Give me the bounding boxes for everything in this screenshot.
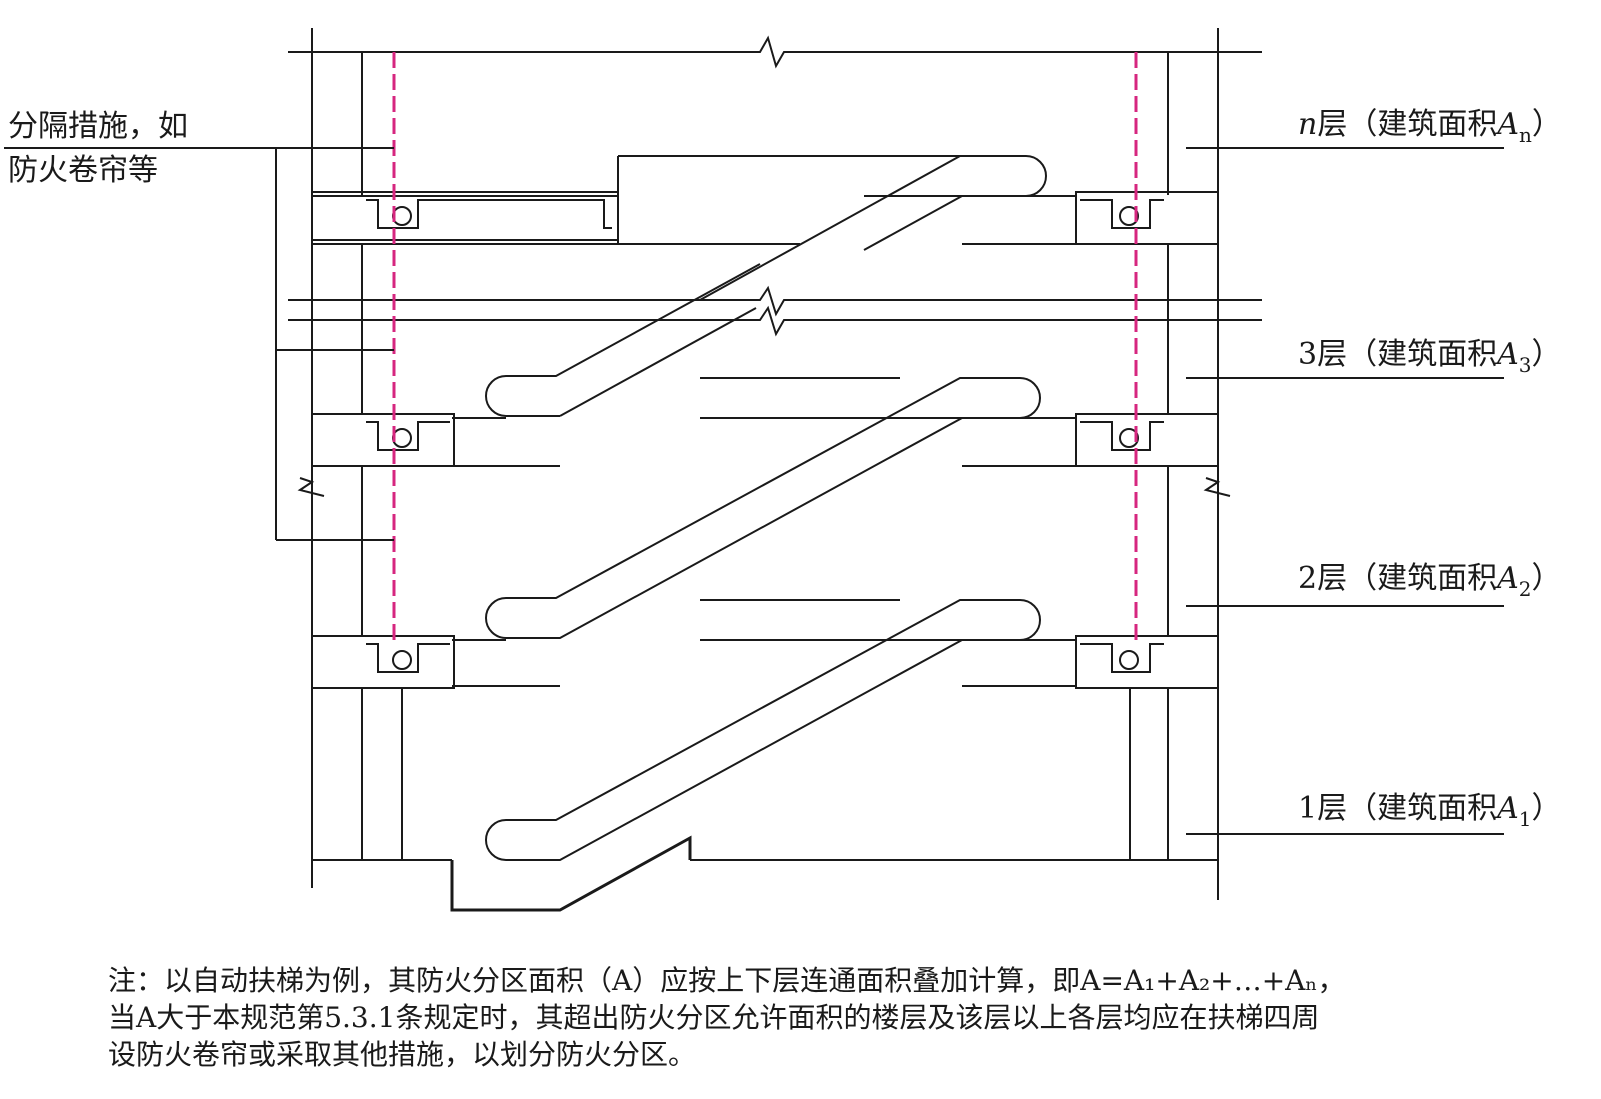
note-line-2: 当A大于本规范第5.3.1条规定时，其超出防火分区允许面积的楼层及该层以上各层均… bbox=[108, 1001, 1320, 1034]
floor-slabs bbox=[311, 191, 1219, 912]
floor-var: A bbox=[1494, 561, 1519, 596]
floor-text: 层（建筑面积 bbox=[1317, 107, 1497, 142]
fire-curtain-lines bbox=[392, 52, 1138, 640]
floor-prefix: 2 bbox=[1298, 561, 1317, 596]
note-line-1: 注：以自动扶梯为例，其防火分区面积（A）应按上下层连通面积叠加计算，即A=A₁+… bbox=[108, 964, 1346, 997]
top-slab-line bbox=[288, 35, 1262, 69]
diagram-note: 注：以自动扶梯为例，其防火分区面积（A）应按上下层连通面积叠加计算，即A=A₁+… bbox=[108, 962, 1548, 1073]
note-line-3: 设防火卷帘或采取其他措施，以划分防火分区。 bbox=[108, 1038, 697, 1071]
floor-var: A bbox=[1494, 337, 1519, 372]
floor-sub: 1 bbox=[1519, 807, 1532, 831]
floor-sub: 3 bbox=[1519, 353, 1532, 377]
floor-label-1: 1层（建筑面积A1） bbox=[1298, 791, 1562, 831]
floor-prefix: 3 bbox=[1298, 337, 1317, 372]
floor-var: A bbox=[1494, 791, 1519, 826]
floor-label-2: 2层（建筑面积A2） bbox=[1298, 561, 1562, 601]
fire-curtain-boxes bbox=[366, 199, 1164, 673]
floor-close: ） bbox=[1532, 107, 1562, 142]
escalator-3-to-n bbox=[452, 155, 1076, 467]
floor-close: ） bbox=[1532, 337, 1562, 372]
escalator-2-to-3 bbox=[452, 377, 1076, 687]
floor-break-lines bbox=[288, 285, 1262, 337]
floor-prefix: n bbox=[1298, 107, 1317, 142]
building-columns bbox=[297, 28, 1231, 900]
floor-close: ） bbox=[1532, 561, 1562, 596]
floor-prefix: 1 bbox=[1298, 791, 1317, 826]
floor-label-3: 3层（建筑面积A3） bbox=[1298, 337, 1562, 377]
floor-close: ） bbox=[1532, 791, 1562, 826]
floor-sub: n bbox=[1519, 123, 1532, 147]
floor-text: 层（建筑面积 bbox=[1317, 337, 1497, 372]
floor-label-n: n层（建筑面积An） bbox=[1298, 107, 1562, 147]
callout-text-line2: 防火卷帘等 bbox=[8, 153, 158, 188]
floor-var: A bbox=[1494, 107, 1519, 142]
floor-leaders bbox=[1186, 147, 1504, 835]
floor-sub: 2 bbox=[1519, 577, 1532, 601]
left-callout-leader bbox=[4, 147, 394, 541]
floor-text: 层（建筑面积 bbox=[1317, 561, 1497, 596]
floor-text: 层（建筑面积 bbox=[1317, 791, 1497, 826]
callout-text-line1: 分隔措施，如 bbox=[8, 109, 188, 144]
